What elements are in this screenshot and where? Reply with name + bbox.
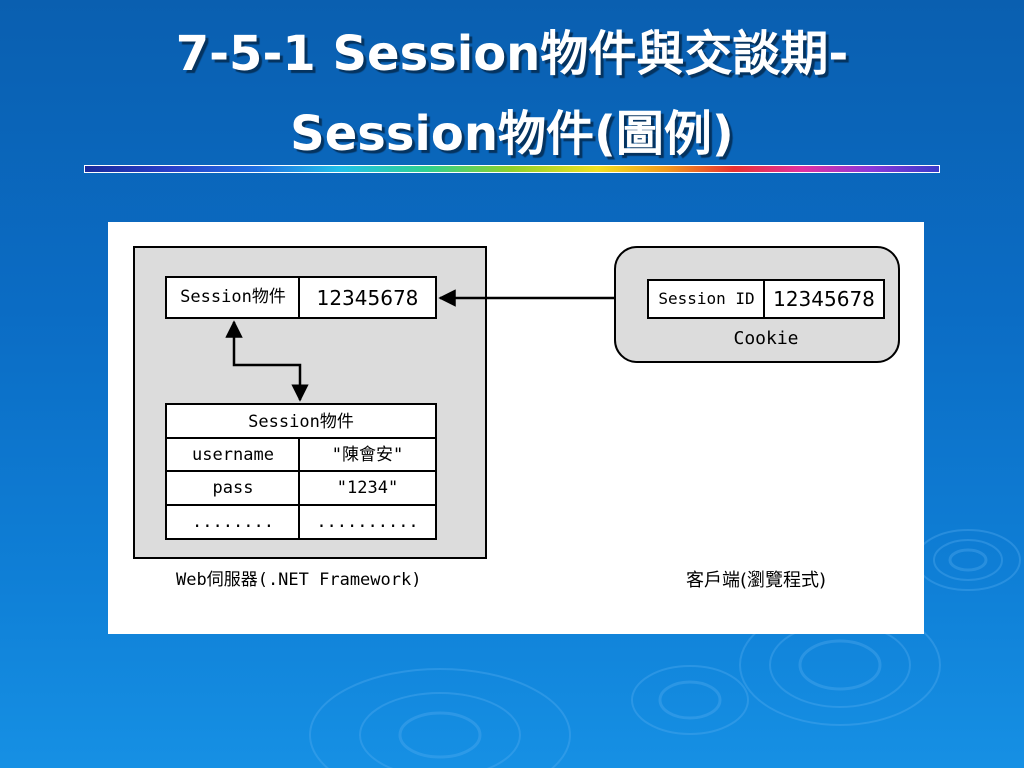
session-id-box	[647, 279, 885, 319]
session-row-value-pass: "1234"	[336, 477, 399, 498]
session-ref-value: 12345678	[316, 285, 419, 310]
session-row-value-username: "陳會安"	[331, 444, 404, 465]
session-table-title: Session物件	[248, 411, 354, 432]
slide-title-line-2: Session物件(圖例)	[290, 106, 734, 162]
web-server-caption: Web伺服器(.NET Framework)	[176, 570, 422, 590]
session-diagram: Session物件 12345678 Session物件 username "陳…	[108, 222, 924, 634]
session-id-value: 12345678	[773, 287, 875, 311]
ref-to-table-arrow	[225, 320, 309, 402]
client-caption: 客戶端(瀏覽程式)	[686, 570, 827, 591]
title-underline-bar	[84, 165, 940, 173]
session-row-key-pass: pass	[212, 477, 254, 498]
diagram-graphics	[133, 246, 900, 559]
session-ref-label: Session物件	[180, 287, 286, 307]
session-ref-box	[165, 276, 437, 319]
slide-title-line-1: 7-5-1 Session物件與交談期-	[175, 26, 849, 82]
cookie-label: Cookie	[733, 328, 799, 349]
session-row-value-ellipsis: ..........	[316, 511, 419, 532]
session-row-key-ellipsis: ........	[192, 511, 274, 532]
session-id-label: Session ID	[658, 289, 755, 308]
session-row-key-username: username	[192, 444, 274, 465]
